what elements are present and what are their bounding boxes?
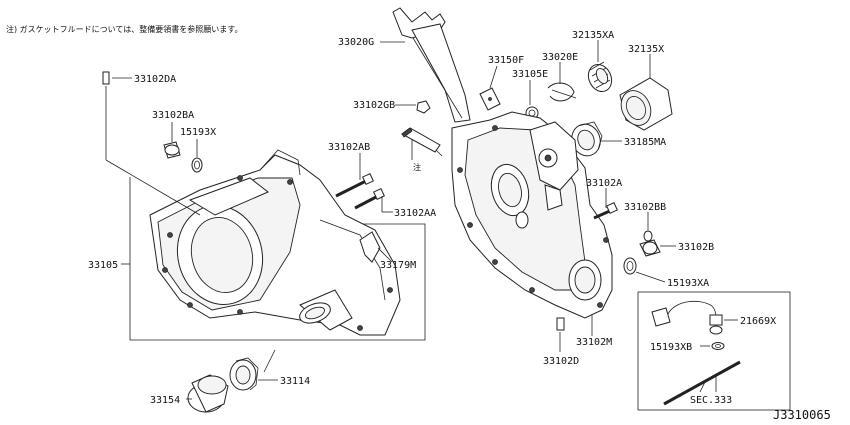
label-15193X: 15193X [180,127,216,138]
label-32135X: 32135X [628,44,664,55]
sensor-harness-part [651,300,723,335]
label-33102DA: 33102DA [134,74,176,85]
case-group-frame [129,177,426,341]
rear-bolt-part [593,202,618,220]
label-33114: 33114 [280,376,310,387]
label-33179M: 33179M [380,260,416,271]
breather-plug-part [416,100,431,114]
label-15193XA: 15193XA [667,278,709,289]
retaining-clip-part [547,82,577,102]
label-32135XA: 32135XA [572,30,614,41]
label-33154: 33154 [150,395,180,406]
sleeve-part [619,77,673,131]
label-15193XB: 15193XB [650,342,692,353]
label-33150F: 33150F [488,55,524,66]
rear-washer-part [623,257,637,275]
sensor-washer-part [711,342,725,350]
transfer-case-rear-part [451,111,613,319]
drive-shaft-part [663,360,741,406]
bracket-part [359,231,381,263]
label-33185MA: 33185MA [624,137,666,148]
label-33102A: 33102A [586,178,622,189]
rear-plug-part [639,230,661,257]
label-33102BA: 33102BA [152,110,194,121]
shift-bracket-part [392,7,471,123]
note-marker: 注 [413,162,421,172]
gasket-fluid-tube-part [401,127,443,157]
sensor-group-frame [637,291,791,411]
dowel-pin-part [102,71,201,216]
label-33105E: 33105E [512,69,548,80]
label-33020G: 33020G [338,37,374,48]
label-33102M: 33102M [576,337,612,348]
label-33102B: 33102B [678,242,714,253]
output-bearing-part [571,121,603,157]
bearing-part [229,357,259,391]
label-33102AB: 33102AB [328,142,370,153]
label-33102D: 33102D [543,356,579,367]
label-SEC333: SEC.333 [690,395,732,406]
figure-id: J3310065 [773,408,831,422]
label-33020E: 33020E [542,52,578,63]
label-33102BB: 33102BB [624,202,666,213]
tag-part [479,87,501,111]
rear-dowel-part [556,317,565,331]
spring-part [587,61,613,93]
label-33102AA: 33102AA [394,208,436,219]
label-33102GB: 33102GB [353,100,395,111]
seal-cap-part [187,374,229,413]
gasket-fluid-note: 注) ガスケットフルードについては、整備要領書を参照願います。 [6,24,242,34]
label-33105: 33105 [88,260,118,271]
plug-and-washer-part [163,141,203,173]
label-21669X: 21669X [740,316,776,327]
transfer-case-front-part [149,149,401,336]
